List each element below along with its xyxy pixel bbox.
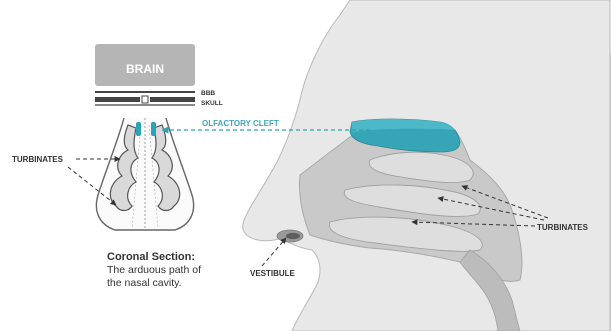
- coronal-cleft-right: [151, 122, 156, 136]
- coronal-caption: Coronal Section: The arduous path of the…: [107, 251, 217, 290]
- caption-line-1: The arduous path of: [107, 264, 217, 277]
- brain-label: BRAIN: [126, 62, 164, 76]
- caption-title: Coronal Section:: [107, 251, 217, 264]
- head-side-view: [243, 0, 611, 331]
- nostril-inner: [286, 233, 300, 239]
- bbb-label: BBB: [201, 90, 215, 97]
- skull-band-right: [150, 97, 195, 102]
- skull-center: [142, 96, 148, 103]
- turbinates-left-label: TURBINATES: [12, 155, 64, 164]
- vestibule-label: VESTIBULE: [250, 269, 296, 278]
- skull-label: SKULL: [201, 100, 223, 107]
- vestibule-arrow: [262, 238, 286, 266]
- olfactory-cleft-label: OLFACTORY CLEFT: [202, 119, 279, 128]
- caption-line-2: the nasal cavity.: [107, 277, 217, 290]
- coronal-cleft-left: [136, 122, 141, 136]
- skull-band-left: [95, 97, 140, 102]
- turbinates-right-label: TURBINATES: [537, 223, 589, 232]
- coronal-section: BRAIN BBB SKULL: [95, 44, 223, 230]
